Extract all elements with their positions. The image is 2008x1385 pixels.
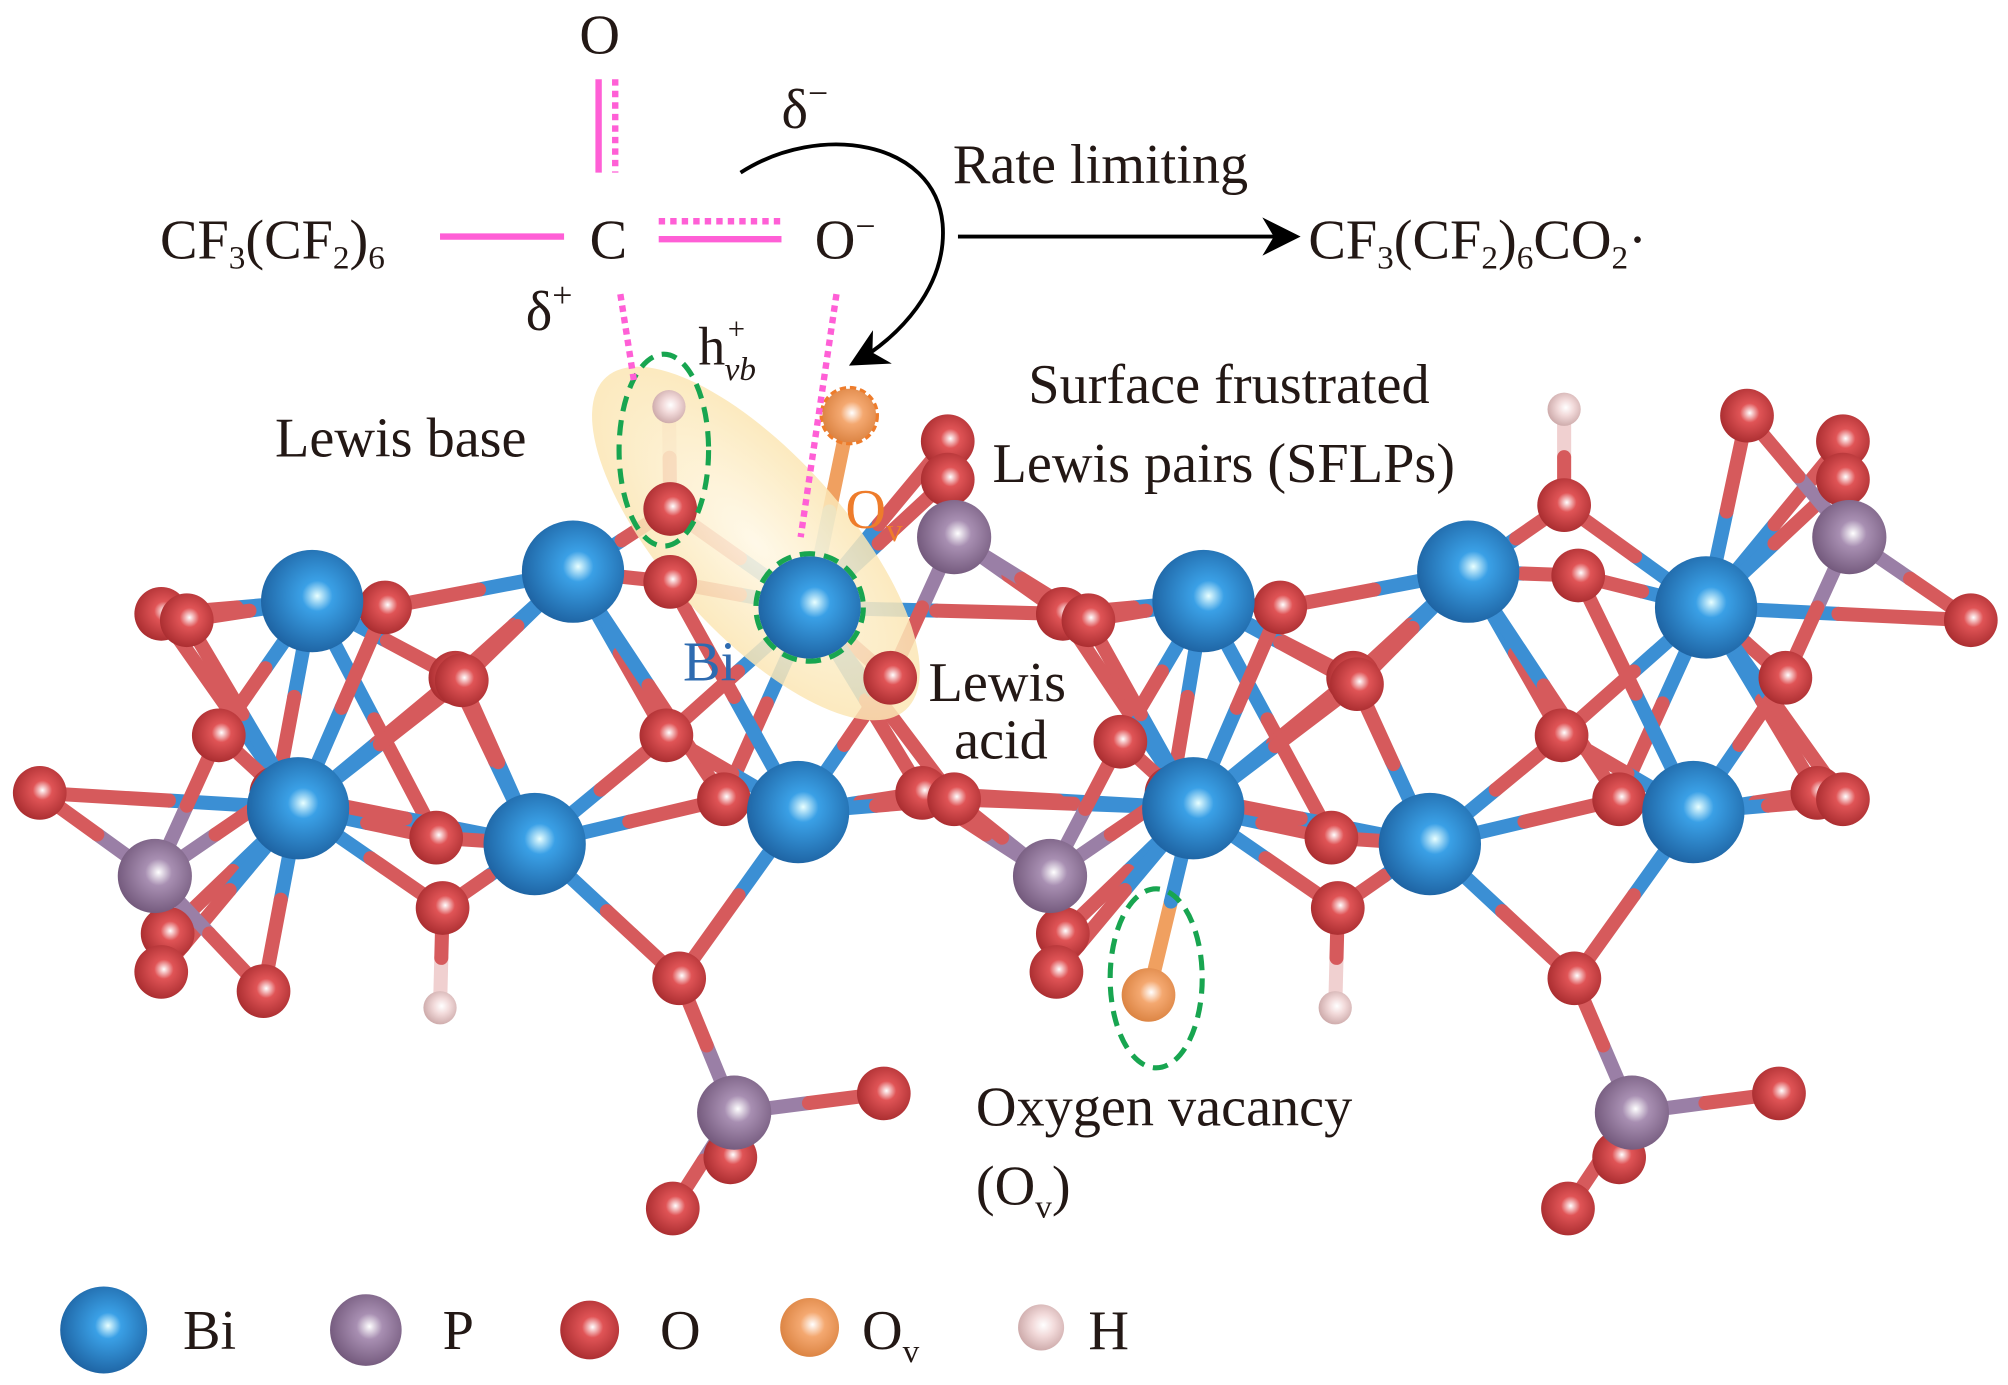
bismuth-atom: [521, 520, 625, 623]
sflp-label-line2: Lewis pairs (SFLPs): [992, 433, 1455, 495]
oxygen-atom: [697, 772, 751, 827]
oxygen-atom: [1720, 388, 1774, 443]
valence-band-hole: h+vb: [698, 312, 756, 388]
bismuth-atom: [1152, 549, 1255, 653]
bismuth-atom: [758, 556, 861, 659]
oxygen-atom: [1330, 657, 1384, 712]
oxygen-atom: [1253, 580, 1308, 635]
vacancy-marker: [1107, 886, 1205, 1071]
bi-label: Bi: [683, 631, 736, 693]
oxygen-atom: [1310, 881, 1365, 935]
oxygen-atom: [863, 650, 918, 705]
oxygen-atom: [1592, 772, 1646, 827]
crystal-atoms: [12, 388, 1998, 1236]
bismuth-atom: [483, 792, 586, 896]
lewis-acid-label-1: Lewis: [929, 652, 1066, 714]
oxygen-atom: [920, 452, 975, 507]
legend-ov-label: Ov: [862, 1300, 920, 1370]
oxygen-atom: [856, 1066, 911, 1121]
reaction-bonds: [440, 79, 840, 538]
oxygen-atom: [1061, 593, 1116, 648]
oxygen-atom: [1093, 714, 1148, 769]
sflp-label-line1: Surface frustrated: [1028, 354, 1429, 416]
delta-plus: δ+: [526, 275, 573, 343]
electron-transfer-arrow: [739, 142, 945, 366]
bismuth-atom: [1142, 757, 1245, 860]
oxygen-atom: [652, 951, 707, 1006]
legend-h-label: H: [1088, 1300, 1129, 1362]
bismuth-atom: [746, 760, 850, 864]
reactant-chain: CF3(CF2)6: [160, 209, 385, 276]
oxygen-atom: [643, 482, 698, 536]
lewis-acid-label-2: acid: [954, 709, 1048, 771]
legend-bi-icon: [60, 1286, 148, 1374]
oxygen-atom: [1816, 452, 1870, 507]
oxygen-atom: [159, 593, 214, 648]
delta-minus: δ−: [781, 73, 828, 141]
bismuth-atom: [246, 757, 350, 860]
bismuth-atom: [1642, 760, 1745, 864]
legend-p-icon: [330, 1294, 402, 1366]
carbon-atom: C: [590, 209, 628, 271]
oxygen-atom: [920, 414, 975, 469]
oxygen-atom: [645, 1181, 700, 1236]
ov-label: Ov: [845, 479, 903, 549]
legend-bi-label: Bi: [183, 1300, 236, 1362]
hydrogen-atom: [423, 991, 457, 1025]
oxygen-atom: [639, 708, 694, 763]
legend-h-icon: [1018, 1304, 1065, 1351]
oxygen-atom: [1534, 708, 1589, 763]
oxygen-atom: [927, 772, 981, 827]
oxygen-atom: [1304, 810, 1359, 865]
oxygen-atom: [1943, 593, 1998, 648]
oxygen-atom: [1537, 478, 1591, 533]
phosphorus-atom: [1594, 1075, 1670, 1150]
oxygen-atom: [1541, 1181, 1595, 1236]
phosphorus-atom: [917, 500, 992, 575]
bismuth-atom: [1378, 792, 1482, 896]
oxygen-atom: [134, 945, 189, 999]
hydrogen-atom: [652, 390, 686, 424]
phosphorus-atom: [1812, 500, 1887, 575]
oxygen-atom: [236, 964, 291, 1018]
oxygen-atom: [1758, 650, 1813, 705]
hydrogen-atom: [1547, 392, 1581, 426]
oxygen-atom: [191, 708, 246, 763]
oxygen-atom: [1816, 414, 1870, 469]
oxygen-atom: [1547, 951, 1602, 1006]
bismuth-atom: [260, 549, 364, 653]
oxygen-vacancy-atom: [822, 388, 877, 443]
rate-limiting-label: Rate limiting: [953, 134, 1248, 196]
hydrogen-atom: [1318, 991, 1352, 1025]
phosphorus-atom: [117, 838, 192, 914]
oxygen-vacancy-atom: [1121, 968, 1176, 1022]
oxygen-anion: O−: [815, 206, 876, 271]
oxygen-atom: [415, 881, 470, 935]
bismuth-atom: [1654, 556, 1758, 659]
ov-top-marker: [819, 385, 879, 446]
legend: Bi P O Ov H: [60, 1286, 1129, 1374]
oxygen-atom: [1029, 945, 1084, 999]
top-oxygen: O: [579, 5, 620, 67]
oxygen-atom: [12, 766, 67, 820]
oxygen-atom: [409, 810, 464, 865]
vacancy-label-2: (Ov): [976, 1156, 1071, 1226]
lewis-base-marker: [616, 351, 712, 549]
oxygen-atom: [434, 653, 489, 708]
legend-o-icon: [560, 1300, 620, 1360]
vacancy-label-1: Oxygen vacancy: [976, 1076, 1352, 1138]
legend-ov-icon: [780, 1298, 840, 1357]
oxygen-atom: [1816, 772, 1870, 827]
oxygen-atom: [1551, 548, 1606, 603]
legend-o-label: O: [660, 1300, 701, 1362]
bismuth-atom: [1417, 520, 1520, 623]
oxygen-atom: [643, 555, 698, 609]
product: CF3(CF2)6CO2·: [1308, 209, 1646, 276]
lewis-base-label: Lewis base: [275, 408, 526, 470]
phosphorus-atom: [697, 1075, 772, 1150]
oxygen-atom: [1752, 1066, 1806, 1121]
legend-p-label: P: [443, 1300, 474, 1362]
oxygen-atom: [358, 580, 412, 635]
phosphorus-atom: [1012, 838, 1088, 914]
